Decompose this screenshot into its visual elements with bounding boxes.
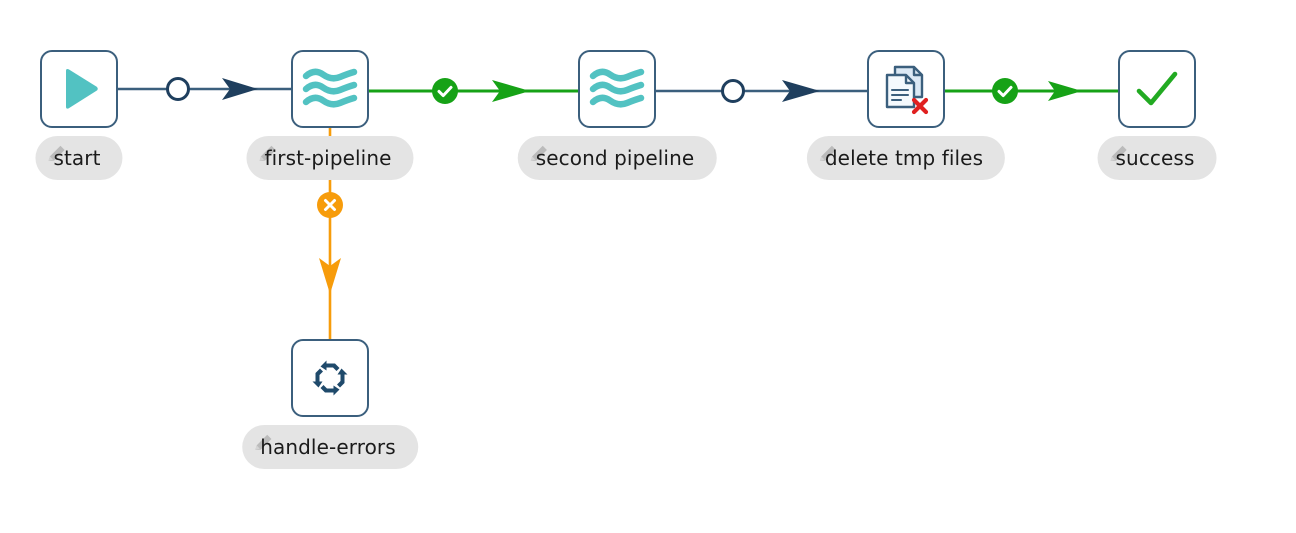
pencil-edit-icon[interactable] [256, 142, 278, 164]
pipeline-waves-icon [302, 68, 358, 108]
pencil-edit-icon[interactable] [817, 142, 839, 164]
label-pill-second-pipeline[interactable]: second pipeline [517, 136, 717, 180]
node-handle-errors[interactable] [291, 339, 369, 417]
play-triangle-icon [66, 68, 98, 109]
node-first-pipeline[interactable] [291, 50, 369, 128]
pending-circle-icon[interactable] [166, 77, 190, 101]
delete-documents-icon [885, 65, 929, 115]
success-check-icon[interactable] [432, 78, 458, 104]
label-pill-start[interactable]: start [35, 136, 123, 180]
retry-cycle-arrows-icon [312, 360, 348, 396]
node-label-text: delete tmp files [824, 146, 984, 170]
node-second-pipeline[interactable] [578, 50, 656, 128]
node-success[interactable] [1118, 50, 1196, 128]
pipeline-waves-icon [589, 68, 645, 108]
error-cross-icon[interactable] [317, 192, 343, 218]
node-label-text: second pipeline [535, 146, 695, 170]
label-pill-success[interactable]: success [1097, 136, 1217, 180]
label-pill-first-pipeline[interactable]: first-pipeline [246, 136, 414, 180]
pencil-edit-icon[interactable] [252, 431, 274, 453]
pencil-edit-icon[interactable] [1108, 142, 1130, 164]
edge-delete-tmp-files-to-success[interactable] [945, 81, 1118, 101]
pencil-edit-icon[interactable] [528, 142, 550, 164]
node-label-text: first-pipeline [264, 146, 392, 170]
checkmark-icon [1136, 71, 1178, 106]
node-start[interactable] [40, 50, 118, 128]
node-label-text: start [53, 146, 101, 170]
edge-start-to-first-pipeline[interactable] [118, 78, 291, 100]
node-label-text: handle-errors [260, 435, 396, 459]
label-pill-delete-tmp-files[interactable]: delete tmp files [806, 136, 1006, 180]
node-delete-tmp-files[interactable] [867, 50, 945, 128]
edge-first-pipeline-to-second-pipeline[interactable] [369, 80, 578, 102]
pending-circle-icon[interactable] [721, 79, 745, 103]
node-label-text: success [1115, 146, 1195, 170]
edge-second-pipeline-to-delete-tmp-files[interactable] [656, 80, 867, 102]
label-pill-handle-errors[interactable]: handle-errors [242, 425, 418, 469]
pencil-edit-icon[interactable] [45, 142, 67, 164]
success-check-icon[interactable] [992, 78, 1018, 104]
